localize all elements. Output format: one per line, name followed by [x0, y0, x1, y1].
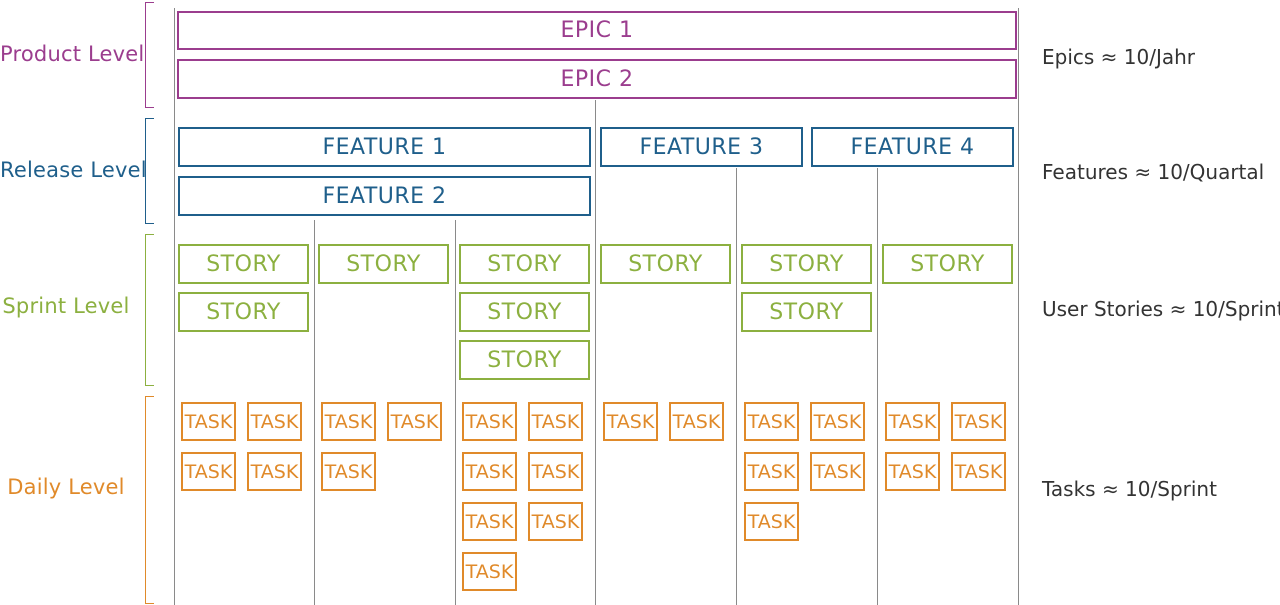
task-card: TASK	[462, 452, 517, 491]
column-separator	[455, 220, 456, 605]
task-card: TASK	[462, 552, 517, 591]
story-card: STORY	[600, 244, 731, 284]
product-level-bracket	[145, 2, 154, 108]
task-card: TASK	[528, 402, 583, 441]
product-level-label: Product Level	[0, 42, 145, 66]
task-card: TASK	[603, 402, 658, 441]
epic-2-card: EPIC 2	[177, 59, 1017, 99]
column-separator	[877, 168, 878, 605]
story-card: STORY	[741, 244, 872, 284]
column-separator	[314, 220, 315, 605]
story-card: STORY	[459, 340, 590, 380]
story-card: STORY	[459, 244, 590, 284]
task-card: TASK	[810, 402, 865, 441]
story-card: STORY	[741, 292, 872, 332]
stories-rate: User Stories ≈ 10/Sprint	[1042, 297, 1280, 321]
story-card: STORY	[318, 244, 449, 284]
task-card: TASK	[744, 402, 799, 441]
task-card: TASK	[387, 402, 442, 441]
task-card: TASK	[462, 402, 517, 441]
daily-level-bracket	[145, 396, 154, 604]
story-card: STORY	[178, 292, 309, 332]
sprint-level-bracket	[145, 234, 154, 386]
task-card: TASK	[321, 402, 376, 441]
features-rate: Features ≈ 10/Quartal	[1042, 160, 1265, 184]
task-card: TASK	[321, 452, 376, 491]
task-card: TASK	[744, 452, 799, 491]
task-card: TASK	[247, 402, 302, 441]
release-level-bracket	[145, 118, 154, 224]
feature-1-card: FEATURE 1	[178, 127, 591, 167]
epics-rate: Epics ≈ 10/Jahr	[1042, 45, 1196, 69]
task-card: TASK	[744, 502, 799, 541]
board-left-border	[174, 8, 175, 605]
task-card: TASK	[247, 452, 302, 491]
task-card: TASK	[669, 402, 724, 441]
story-card: STORY	[178, 244, 309, 284]
sprint-level-label: Sprint Level	[2, 294, 130, 318]
column-separator	[736, 168, 737, 605]
task-card: TASK	[951, 452, 1006, 491]
task-card: TASK	[951, 402, 1006, 441]
release-separator	[595, 100, 596, 605]
tasks-rate: Tasks ≈ 10/Sprint	[1042, 477, 1217, 501]
task-card: TASK	[528, 452, 583, 491]
task-card: TASK	[528, 502, 583, 541]
release-level-label: Release Level	[0, 158, 147, 182]
story-card: STORY	[459, 292, 590, 332]
epic-1-card: EPIC 1	[177, 11, 1017, 50]
task-card: TASK	[885, 402, 940, 441]
feature-2-card: FEATURE 2	[178, 176, 591, 216]
daily-level-label: Daily Level	[7, 475, 125, 499]
story-card: STORY	[882, 244, 1013, 284]
task-card: TASK	[181, 402, 236, 441]
feature-4-card: FEATURE 4	[811, 127, 1014, 167]
task-card: TASK	[181, 452, 236, 491]
task-card: TASK	[885, 452, 940, 491]
feature-3-card: FEATURE 3	[600, 127, 803, 167]
board-right-border	[1018, 8, 1019, 605]
task-card: TASK	[462, 502, 517, 541]
task-card: TASK	[810, 452, 865, 491]
